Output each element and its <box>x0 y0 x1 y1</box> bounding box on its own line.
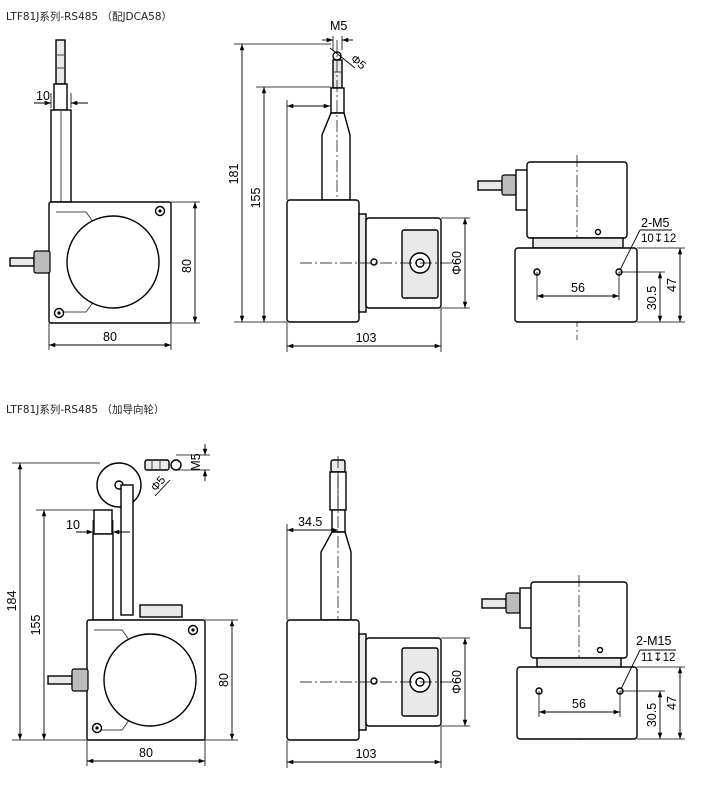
dim-body-height: 80 <box>180 259 194 273</box>
hole-callout: 2-M5 <box>641 216 670 230</box>
dim-hole-spacing: 56 <box>571 281 585 295</box>
rod-collar <box>53 83 68 111</box>
rod-collar <box>330 87 345 114</box>
rod-collar <box>331 509 346 533</box>
dim-total-width: 103 <box>356 331 377 345</box>
drum-cover <box>66 215 160 309</box>
dim-thread: M5 <box>189 453 203 470</box>
dim-body-depth: 47 <box>665 278 679 292</box>
dim-offset: 34.5 <box>298 515 322 529</box>
dim-body-depth: 47 <box>665 696 679 710</box>
arm-bracket <box>139 604 183 618</box>
dim-thread: M5 <box>330 19 347 33</box>
cable-gland <box>505 592 521 614</box>
top-side-view: M5 Φ5 181 155 Φ60 103 <box>227 19 470 352</box>
mount-base <box>516 666 638 740</box>
hole-depth: 10↧12 <box>641 233 676 245</box>
dim-rod-height: 155 <box>29 615 43 636</box>
wire-sleeve <box>321 112 351 201</box>
dim-encoder-dia: Φ60 <box>450 251 464 275</box>
body-housing <box>286 199 360 323</box>
dim-rod-offset: 10 <box>36 89 50 103</box>
cable <box>9 257 35 267</box>
drawing-title-top: LTF81J系列-RS485 （配JDCA58） <box>6 11 173 23</box>
cable-gland <box>71 668 89 692</box>
dim-encoder-dia: Φ60 <box>450 670 464 694</box>
rod-tip <box>55 39 66 85</box>
drum-cover <box>103 633 197 727</box>
dim-total-height: 184 <box>5 591 19 612</box>
cable <box>47 675 73 685</box>
wire-sleeve <box>320 531 352 621</box>
dim-body-height: 80 <box>217 673 231 687</box>
body-housing <box>286 619 360 741</box>
dim-total-width: 103 <box>356 747 377 761</box>
top-front-view: 10 80 80 <box>9 39 200 350</box>
wheel-arm <box>120 484 134 616</box>
rod-collar <box>93 509 113 535</box>
dim-body-width: 80 <box>103 330 117 344</box>
dim-hole-height: 30.5 <box>645 286 659 310</box>
dim-rod-height: 155 <box>249 188 263 209</box>
hole-callout: 2-M15 <box>636 634 671 648</box>
hole-depth: 11↧12 <box>641 652 675 664</box>
dim-hole-spacing: 56 <box>572 697 586 711</box>
drawing-title-bottom: LTF81J系列-RS485 （加导向轮） <box>6 404 165 416</box>
wire-sleeve <box>92 533 114 621</box>
dim-body-width: 80 <box>139 746 153 760</box>
hook-ring-icon <box>170 459 182 471</box>
dim-hole: Φ5 <box>149 474 168 494</box>
dim-total-height: 181 <box>227 164 241 185</box>
cable-gland <box>501 174 517 196</box>
dim-rod-offset: 10 <box>66 518 80 532</box>
cable-gland <box>33 250 51 274</box>
bottom-top-view: 2-M15 11↧12 56 30.5 47 <box>481 575 685 740</box>
dim-hole-height: 30.5 <box>645 703 659 727</box>
cable <box>477 180 503 191</box>
screw-icon <box>370 258 378 266</box>
flange <box>532 237 624 249</box>
cable <box>481 598 507 609</box>
dim-hole: Φ5 <box>348 53 368 72</box>
top-top-view: 2-M5 10↧12 56 30.5 47 <box>477 155 685 340</box>
flange <box>536 657 622 668</box>
screw-icon <box>370 677 378 685</box>
bottom-side-view: 34.5 Φ60 103 <box>286 456 470 768</box>
rod-tip <box>332 59 343 89</box>
bottom-front-view: M5 Φ5 10 184 155 80 80 <box>5 444 238 766</box>
mount-base <box>514 247 638 323</box>
wire-end <box>144 459 170 471</box>
